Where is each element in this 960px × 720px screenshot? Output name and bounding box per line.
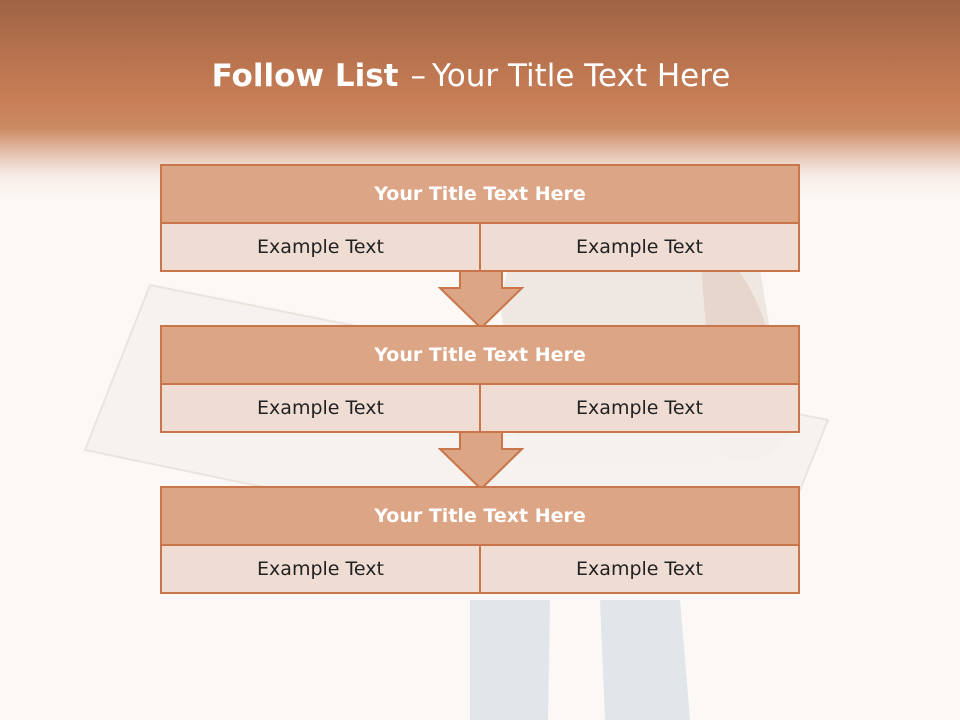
block-cell-right: Example Text xyxy=(479,546,798,592)
block-row: Example Text Example Text xyxy=(162,546,798,592)
slide-title-bold: Follow List xyxy=(211,58,399,94)
down-arrow-icon xyxy=(438,270,524,330)
block-cell-left: Example Text xyxy=(257,236,384,258)
block-title: Your Title Text Here xyxy=(162,327,798,385)
block-cell-left: Example Text xyxy=(257,558,384,580)
block-cell-left: Example Text xyxy=(257,397,384,419)
block-cell-right: Example Text xyxy=(479,385,798,431)
block-title: Your Title Text Here xyxy=(162,166,798,224)
block-row: Example Text Example Text xyxy=(162,385,798,431)
slide-title-dash: – xyxy=(410,58,426,94)
down-arrow-icon xyxy=(438,431,524,491)
block-row: Example Text Example Text xyxy=(162,224,798,270)
slide-title-rest: Your Title Text Here xyxy=(431,58,731,94)
list-block: Your Title Text Here Example Text Exampl… xyxy=(160,164,800,272)
list-block: Your Title Text Here Example Text Exampl… xyxy=(160,486,800,594)
block-title: Your Title Text Here xyxy=(162,488,798,546)
list-block: Your Title Text Here Example Text Exampl… xyxy=(160,325,800,433)
slide-title: Follow List–Your Title Text Here xyxy=(0,56,942,96)
block-cell-right: Example Text xyxy=(479,224,798,270)
